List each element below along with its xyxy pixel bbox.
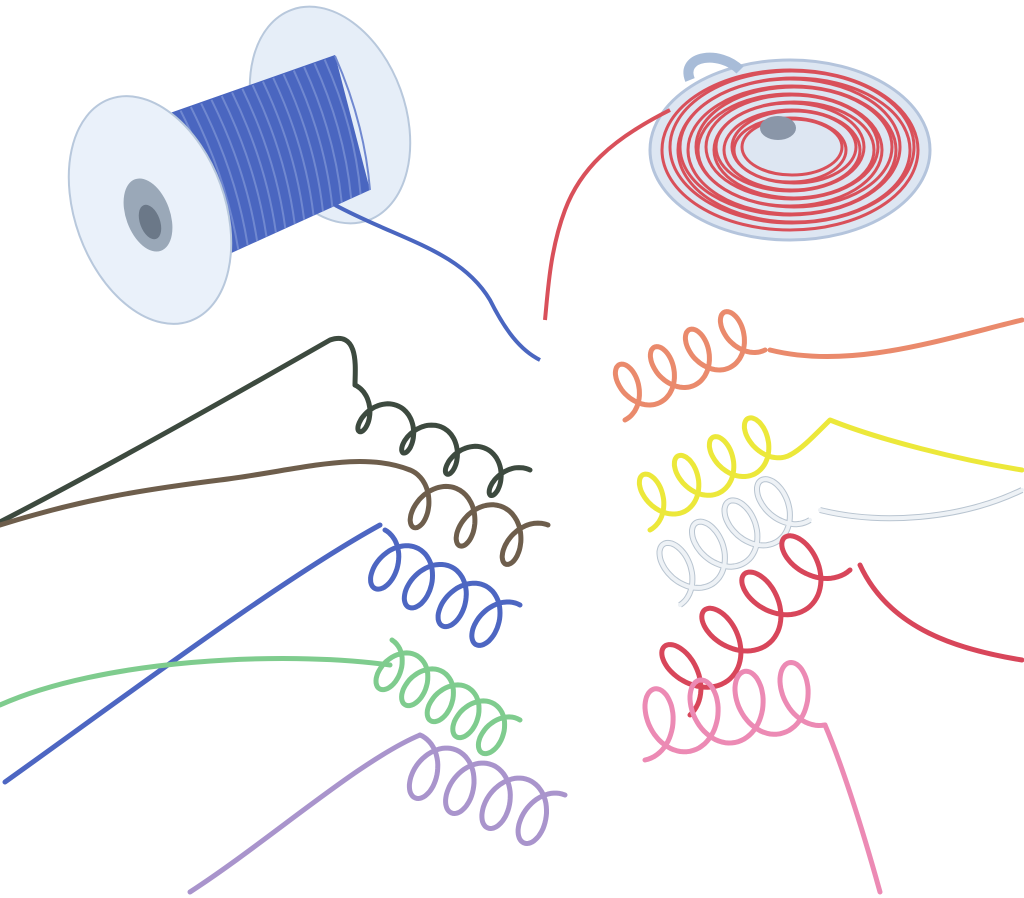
reel-winding: [323, 59, 362, 195]
wire-5: [187, 732, 568, 895]
reel-winding: [292, 70, 334, 208]
reel-winding: [251, 84, 296, 225]
reel-winding: [200, 102, 249, 246]
red-wire-coil: [543, 52, 932, 321]
wire-coil: [659, 533, 853, 718]
wire-coil: [406, 732, 568, 846]
reel-winding: [272, 77, 315, 216]
reel-winding: [241, 88, 287, 229]
wire-lead: [787, 417, 1024, 473]
wire-lead: [0, 335, 358, 525]
wire-3: [2, 522, 523, 785]
wire-coil: [636, 415, 793, 533]
blue-wire-reel: [67, 5, 541, 362]
wire-lead: [822, 722, 883, 895]
wire-4: [0, 637, 523, 757]
wire-9: [659, 533, 1024, 718]
wire-coil: [352, 382, 533, 498]
reel-winding: [220, 95, 268, 237]
reel-winding: [303, 66, 343, 203]
reel-winding: [334, 55, 371, 191]
wire-1: [0, 335, 533, 525]
wire-coil: [657, 477, 812, 607]
reel-winding: [313, 62, 353, 199]
wire-lead: [857, 562, 1024, 663]
wire-6: [612, 309, 1024, 423]
wire-lead: [0, 655, 393, 708]
wire-8: [656, 476, 1024, 608]
wire-coil: [612, 309, 768, 423]
wire-coil: [407, 467, 551, 567]
reel-winding: [262, 81, 306, 220]
wire-coil: [368, 527, 523, 648]
wire-10: [642, 660, 883, 895]
coil-ring: [740, 117, 844, 177]
wire-lead: [818, 488, 1024, 521]
wire-2: [0, 458, 551, 567]
wire-lead: [767, 317, 1024, 360]
wire-lead: [2, 522, 383, 785]
reel-winding: [189, 106, 240, 250]
wire-coil: [642, 660, 828, 763]
reel-winding: [282, 73, 324, 212]
wire-lead: [187, 732, 423, 895]
reel-winding: [210, 99, 259, 241]
wire-lead: [0, 458, 413, 528]
wire-7: [636, 415, 1024, 533]
reel-winding: [231, 92, 277, 233]
wire-coil: [373, 637, 523, 757]
